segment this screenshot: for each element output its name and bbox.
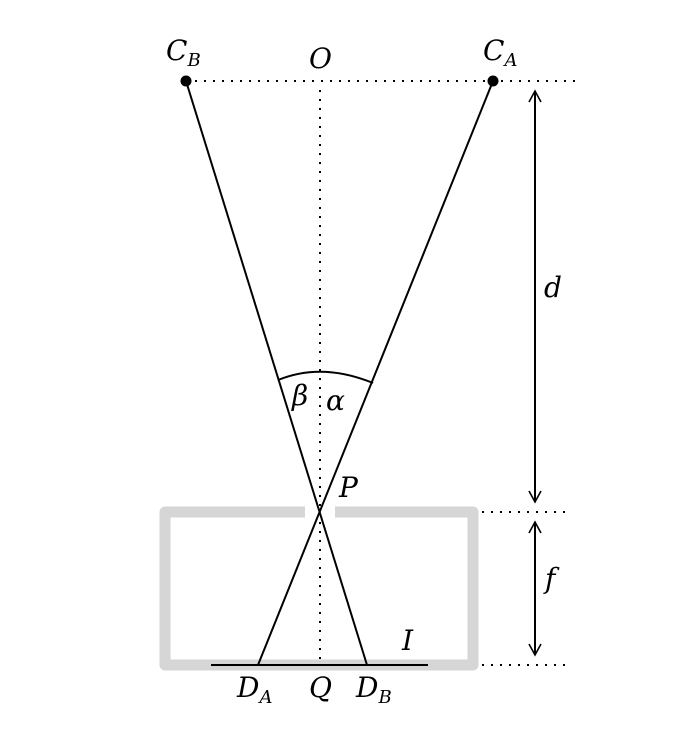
ray-b bbox=[185, 80, 368, 666]
alpha-label: α bbox=[326, 384, 345, 417]
camera-b-point bbox=[180, 75, 192, 87]
camera-b-label: CB bbox=[166, 34, 201, 71]
image-center-label: Q bbox=[309, 671, 332, 704]
camera-a-label: CA bbox=[483, 34, 517, 71]
camera-a-point bbox=[487, 75, 499, 87]
angle-arc bbox=[277, 370, 374, 384]
image-plane-label: I bbox=[401, 624, 414, 657]
camera-box bbox=[159, 506, 479, 671]
image-b-label: DB bbox=[355, 671, 392, 708]
image-a-label: DA bbox=[236, 671, 272, 708]
distance-label: d bbox=[544, 271, 562, 304]
origin-label: O bbox=[309, 42, 332, 75]
pinhole-label: P bbox=[338, 471, 359, 504]
focal-length-label: f bbox=[543, 562, 560, 595]
beta-label: β bbox=[291, 379, 308, 412]
ray-a bbox=[257, 80, 494, 666]
